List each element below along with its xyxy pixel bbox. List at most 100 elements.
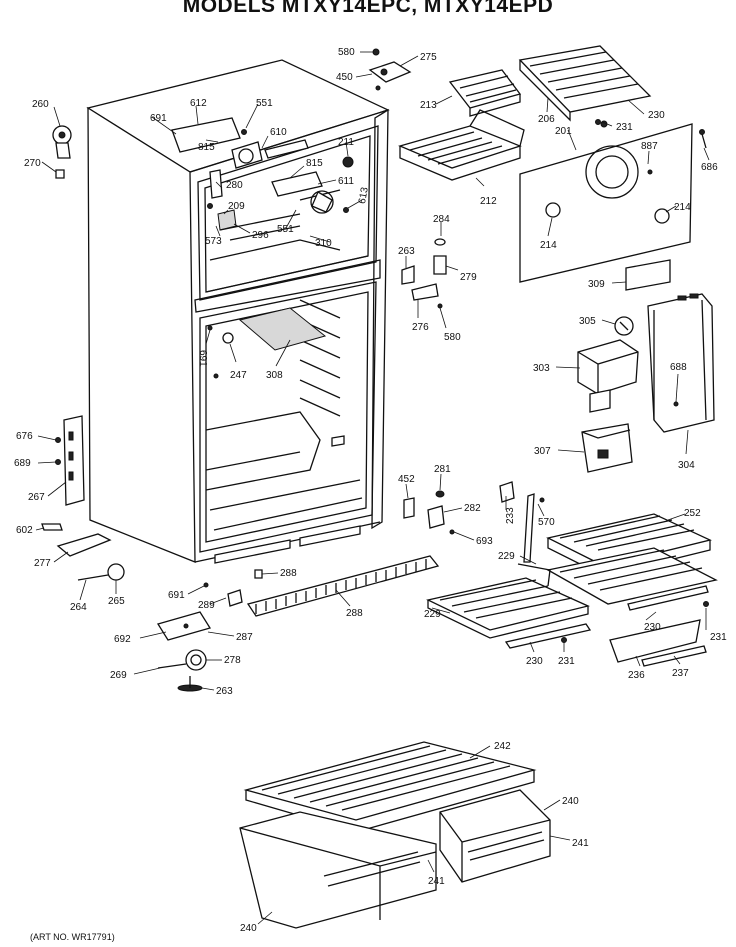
crisper-cover-242 — [243, 741, 537, 833]
callout-282: 282 — [464, 503, 481, 514]
bin-307 — [581, 423, 633, 473]
callout-573: 573 — [205, 236, 222, 247]
callout-214b: 214 — [540, 240, 557, 251]
callout-309: 309 — [588, 279, 605, 290]
callout-310: 310 — [315, 238, 332, 249]
leader-lines — [35, 51, 710, 925]
callout-296: 296 — [252, 230, 269, 241]
rear-panel-201 — [519, 120, 707, 283]
callout-693: 693 — [476, 536, 493, 547]
callout-263: 263 — [398, 246, 415, 257]
callout-450: 450 — [336, 72, 353, 83]
crisper-drawer-left — [239, 811, 437, 929]
callout-452: 452 — [398, 474, 415, 485]
shelf-229-upper — [517, 547, 718, 605]
page-title: MODELS MTXY14EPC, MTXY14EPD — [182, 0, 554, 17]
callout-241b: 241 — [428, 876, 445, 887]
callout-242: 242 — [494, 741, 511, 752]
callout-267: 267 — [28, 492, 45, 503]
callout-252: 252 — [684, 508, 701, 519]
callout-206: 206 — [538, 114, 555, 125]
callout-580: 580 — [338, 47, 355, 58]
callout-211: 211 — [338, 137, 354, 148]
callout-307: 307 — [534, 446, 551, 457]
callout-209: 209 — [228, 201, 245, 212]
callout-280: 280 — [226, 180, 243, 191]
fresh-food-parts — [207, 307, 345, 447]
callout-233: 233 — [505, 507, 516, 524]
callout-212: 212 — [480, 196, 497, 207]
bottom-hinge-parts — [77, 563, 263, 692]
callout-613: 613 — [357, 186, 371, 205]
hinge-260 — [52, 125, 72, 179]
callout-304: 304 — [678, 460, 695, 471]
callout-288: 288 — [280, 568, 297, 579]
callout-691b: 691 — [197, 350, 208, 367]
callout-287: 287 — [236, 632, 253, 643]
callout-265: 265 — [108, 596, 125, 607]
callout-284: 284 — [433, 214, 450, 225]
callout-263b: 263 — [216, 686, 233, 697]
callout-570: 570 — [538, 517, 555, 528]
callout-610: 610 — [270, 127, 287, 138]
label-309 — [625, 259, 671, 291]
callout-308: 308 — [266, 370, 283, 381]
shelf-229-lower — [426, 577, 590, 639]
callout-551b: 551 — [277, 224, 294, 235]
callout-692: 692 — [114, 634, 131, 645]
callout-236: 236 — [628, 670, 645, 681]
callout-688: 688 — [670, 362, 687, 373]
callout-240: 240 — [562, 796, 579, 807]
callout-230b: 230 — [526, 656, 543, 667]
callout-201: 201 — [555, 126, 572, 137]
callout-289: 289 — [198, 600, 215, 611]
callout-612: 612 — [190, 98, 207, 109]
shelf-rails — [504, 119, 709, 667]
callout-241: 241 — [572, 838, 589, 849]
callout-815: 815 — [198, 142, 215, 153]
refrigerator-cabinet — [86, 59, 390, 564]
callout-276: 276 — [412, 322, 429, 333]
callout-230: 230 — [648, 110, 665, 121]
bin-212 — [398, 109, 525, 181]
callout-815b: 815 — [306, 158, 323, 169]
callout-229: 229 — [498, 551, 515, 562]
callout-281: 281 — [434, 464, 451, 475]
callout-277: 277 — [34, 558, 51, 569]
callout-260: 260 — [32, 99, 49, 110]
callout-676: 676 — [16, 431, 33, 442]
ice-tray-213 — [448, 69, 522, 117]
crisper-drawer-right — [439, 789, 551, 883]
callout-279: 279 — [460, 272, 477, 283]
callout-231c: 231 — [710, 632, 727, 643]
small-parts-center — [401, 238, 447, 309]
freezer-control-parts — [171, 117, 354, 231]
callout-303: 303 — [533, 363, 550, 374]
callout-237: 237 — [672, 668, 689, 679]
callout-580b: 580 — [444, 332, 461, 343]
callout-887: 887 — [641, 141, 658, 152]
callout-214: 214 — [674, 202, 691, 213]
callout-305: 305 — [579, 316, 596, 327]
callout-231: 231 — [616, 122, 633, 133]
callout-240b: 240 — [240, 923, 257, 934]
hinge-plate-267 — [41, 415, 112, 557]
callout-270: 270 — [24, 158, 41, 169]
duct-304 — [647, 293, 715, 433]
art-number: (ART NO. WR17791) — [30, 932, 115, 942]
callout-231b: 231 — [558, 656, 575, 667]
callout-264: 264 — [70, 602, 87, 613]
small-parts-lower — [403, 481, 545, 563]
callout-551: 551 — [256, 98, 273, 109]
hinge-top-275 — [368, 48, 412, 91]
shelf-206 — [518, 45, 652, 122]
callout-229b: 229 — [424, 609, 441, 620]
base-grille-288 — [246, 555, 440, 617]
callout-691c: 691 — [168, 590, 185, 601]
callout-275: 275 — [420, 52, 437, 63]
callout-230c: 230 — [644, 622, 661, 633]
callout-213: 213 — [420, 100, 437, 111]
callout-269: 269 — [110, 670, 127, 681]
callout-288b: 288 — [346, 608, 363, 619]
